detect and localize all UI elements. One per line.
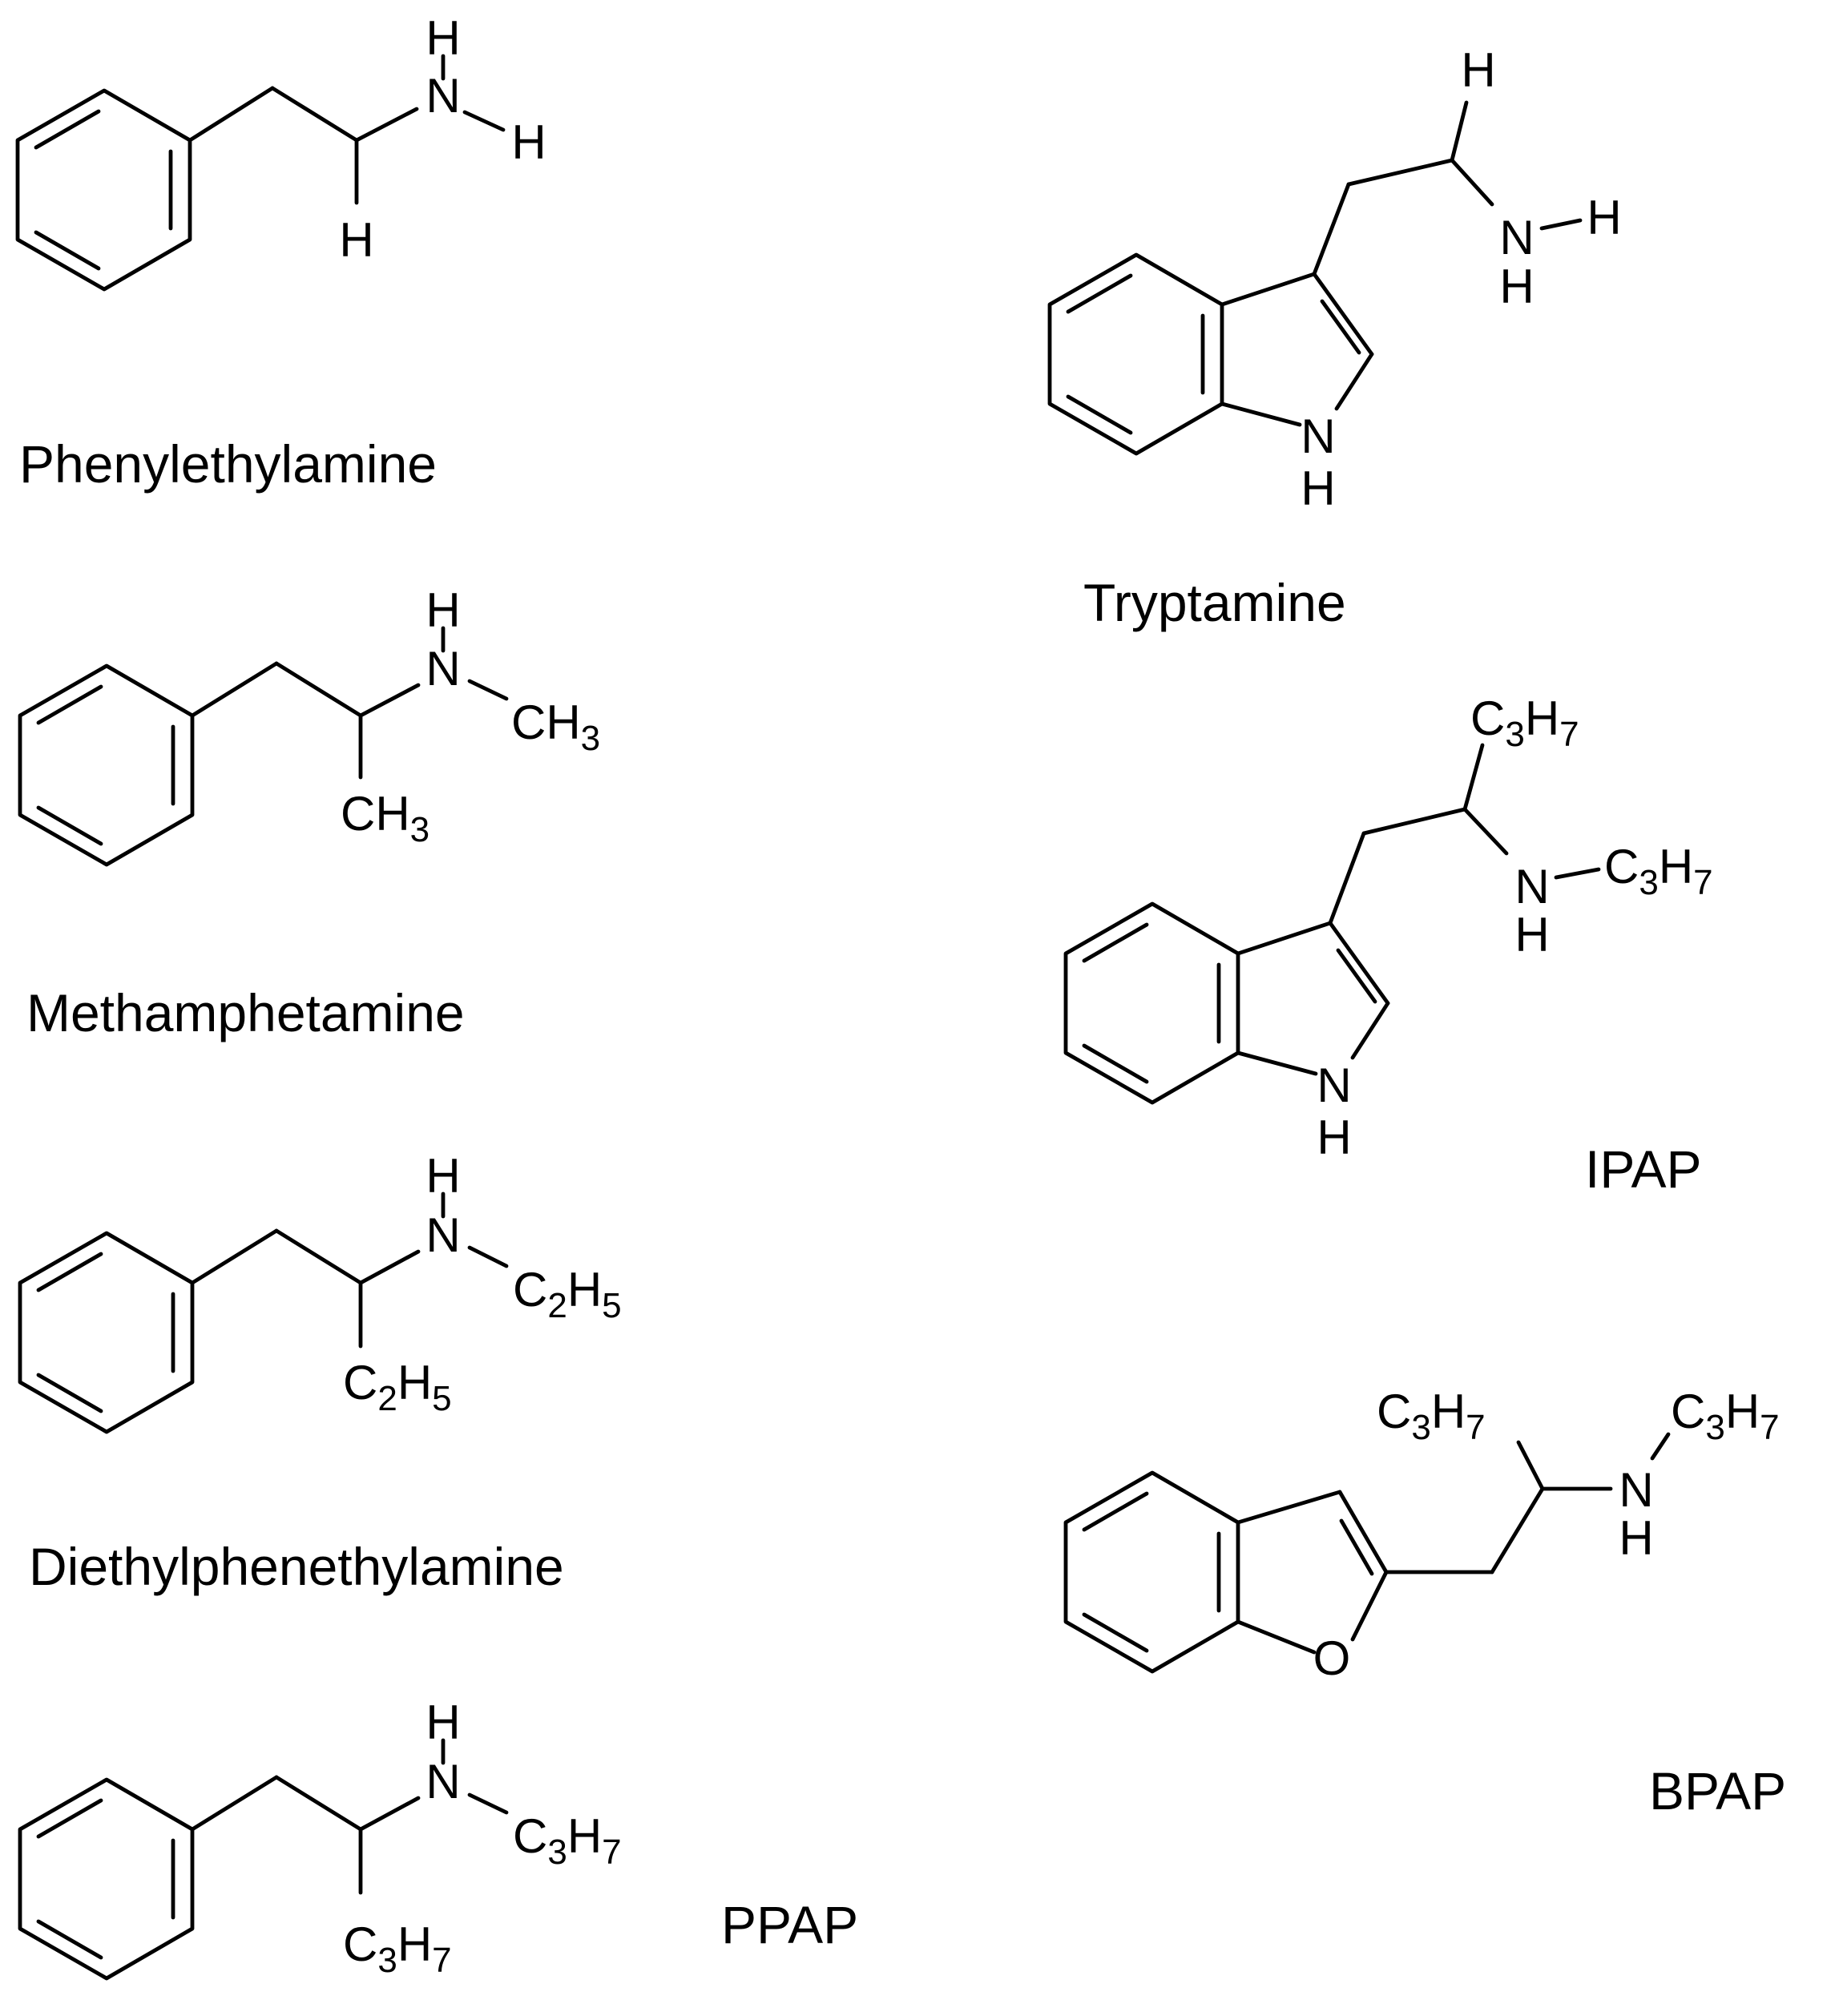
group-alpha-methyl: CH3 (341, 787, 430, 849)
group-n-propyl: C3H7 (513, 1809, 622, 1872)
atom-h-indole: H (1301, 462, 1335, 515)
atom-h-amine-right: H (1587, 191, 1621, 244)
group-n-methyl: CH3 (511, 696, 600, 758)
atom-h-amine-right: H (511, 115, 546, 169)
atom-n-amine: N (1619, 1463, 1653, 1517)
benzene-ring (15, 88, 192, 292)
label-tryptamine: Tryptamine (1083, 573, 1346, 632)
group-alpha-propyl: C3H7 (1377, 1385, 1486, 1447)
atom-h-amine: H (425, 583, 460, 637)
label-diethylphenethylamine: Diethylphenethylamine (29, 1537, 564, 1596)
side-chain-bonds (190, 1738, 509, 1895)
group-n-ethyl: C2H5 (513, 1263, 622, 1325)
side-chain-bonds (188, 54, 506, 205)
indole-ring (1047, 252, 1374, 456)
molecule-ppap: N H C3H7 C3H7 PPAP (18, 1695, 858, 1981)
atom-h-amine: H (1514, 908, 1549, 962)
label-ipap: IPAP (1585, 1139, 1702, 1199)
atom-n: N (425, 642, 460, 696)
atom-h-alpha: H (339, 213, 373, 267)
molecule-methamphetamine: N H CH3 CH3 Methamphetamine (18, 583, 600, 1042)
group-alpha-propyl: C3H7 (1470, 691, 1579, 754)
side-chain-bonds (190, 626, 509, 780)
molecule-ipap: N H C3H7 N H C3H7 IPAP (1063, 691, 1713, 1199)
atom-h-indole: H (1317, 1111, 1351, 1164)
label-methamphetamine: Methamphetamine (26, 983, 465, 1042)
atom-o-furan: O (1313, 1631, 1351, 1685)
atom-n-amine: N (1499, 211, 1534, 264)
benzene-ring (18, 1231, 195, 1434)
molecule-phenylethylamine: N H H H Phenylethylamine (15, 11, 546, 494)
atom-n-indole: N (1317, 1058, 1351, 1112)
group-n-propyl: C3H7 (1604, 840, 1713, 902)
atom-n-indole: N (1301, 409, 1335, 463)
atom-h-beta: H (1461, 43, 1495, 97)
indole-ring (1063, 901, 1390, 1105)
group-alpha-propyl: C3H7 (343, 1917, 452, 1980)
side-chain-bonds (1384, 1432, 1671, 1574)
atom-n: N (425, 1208, 460, 1262)
label-phenylethylamine: Phenylethylamine (19, 434, 437, 494)
group-n-propyl: C3H7 (1671, 1385, 1780, 1447)
label-bpap: BPAP (1649, 1761, 1786, 1820)
atom-h-amine: H (425, 1695, 460, 1749)
atom-h-amine-bottom: H (1499, 260, 1534, 313)
atom-n-amine: N (1514, 860, 1549, 913)
group-alpha-ethyl: C2H5 (343, 1356, 452, 1418)
benzene-ring (18, 1777, 195, 1981)
atom-h-amine: H (425, 1149, 460, 1203)
atom-h-amine-top: H (425, 11, 460, 65)
molecule-bpap: O C3H7 N H C3H7 BPAP (1063, 1385, 1786, 1820)
atom-n: N (425, 1755, 460, 1808)
side-chain-bonds (1328, 743, 1601, 925)
side-chain-bonds (1312, 100, 1583, 276)
side-chain-bonds (190, 1191, 509, 1349)
benzofuran-ring (1063, 1470, 1389, 1674)
atom-h-amine: H (1619, 1511, 1653, 1565)
benzene-ring (18, 663, 195, 867)
atom-n: N (425, 69, 460, 123)
label-ppap: PPAP (721, 1895, 858, 1954)
molecule-diethylphenethylamine: N H C2H5 C2H5 Diethylphenethylamine (18, 1149, 622, 1596)
molecule-tryptamine: N H H N H H Tryptamine (1047, 43, 1622, 632)
